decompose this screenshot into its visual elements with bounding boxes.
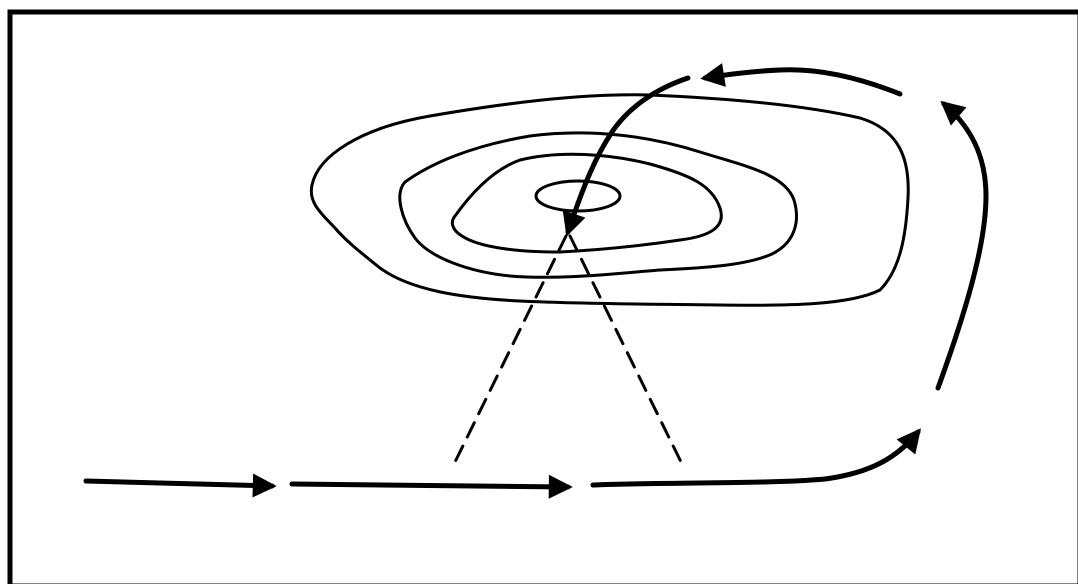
arrow-right-vertical <box>938 104 986 388</box>
arrow-middle-segment <box>292 484 568 487</box>
diagram-frame <box>10 12 1078 584</box>
return-flow-arrows <box>568 70 986 485</box>
contour-second <box>452 154 721 252</box>
arrow-top-return <box>705 70 900 94</box>
arrow-left-segment <box>86 481 272 486</box>
bottom-flow-arrows <box>86 481 568 487</box>
arrow-right-upturn <box>593 432 918 485</box>
contour-group <box>311 95 908 306</box>
